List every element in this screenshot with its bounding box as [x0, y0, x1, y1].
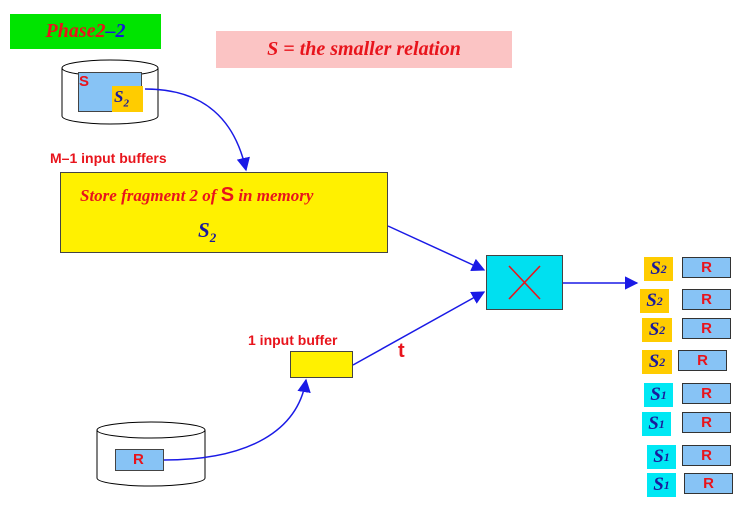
memory-fragment-sub: 2: [209, 230, 217, 246]
input-buffer-box: [290, 351, 353, 378]
output-s-base: S: [653, 474, 664, 495]
output-s-base: S: [648, 319, 660, 340]
phase-title-dash: –: [105, 20, 116, 42]
output-s-sub: 2: [659, 354, 666, 369]
arrow-disk-to-memory: [144, 88, 250, 172]
disk-r-label: R: [133, 451, 144, 468]
output-r-tuple: R: [682, 445, 731, 466]
phase-title-num1: 2: [95, 20, 106, 42]
arrow-memory-to-join: [387, 225, 486, 272]
disk-s-fragment-label: S2: [114, 87, 129, 109]
disk-r-relation: [115, 449, 164, 471]
output-r-tuple: R: [682, 412, 731, 433]
output-r-tuple: R: [682, 383, 731, 404]
output-s-sub: 1: [658, 416, 665, 431]
output-s-base: S: [653, 446, 664, 467]
disk-s-fragment-base: S: [114, 87, 124, 106]
input-buffer-label: 1 input buffer: [248, 332, 338, 348]
output-s-sub: 1: [663, 477, 670, 492]
memory-buffers-label: M–1 input buffers: [50, 150, 167, 166]
phase-title-num2: 2: [115, 20, 126, 42]
output-s-sub: 1: [660, 387, 667, 402]
output-r-tuple: R: [682, 289, 731, 310]
output-s-sub: 2: [659, 322, 666, 337]
memory-buffer-box: [60, 172, 388, 253]
output-s-sub: 2: [656, 293, 663, 308]
disk-s-label: S: [79, 73, 90, 90]
join-operator: [486, 255, 563, 310]
output-r-tuple: R: [678, 350, 727, 371]
memory-fragment-label: S2: [198, 218, 216, 246]
disk-s-fragment-2: [112, 86, 143, 112]
output-s-sub: 2: [660, 261, 667, 276]
output-s-sub: 1: [663, 449, 670, 464]
output-s-base: S: [650, 384, 661, 405]
output-s-base: S: [648, 413, 659, 434]
arrow-disk-to-buffer: [163, 378, 311, 461]
cross-product-icon: [508, 265, 541, 300]
arrow-buffer-to-join: [352, 291, 486, 366]
memory-fragment-base: S: [198, 218, 210, 242]
phase-title: Phase 2–2: [10, 14, 161, 49]
output-r-tuple: R: [682, 257, 731, 278]
phase-title-prefix: Phase: [45, 20, 96, 42]
disk-s-fragment-sub: 2: [123, 97, 129, 110]
output-s-base: S: [648, 351, 660, 372]
output-s-base: S: [650, 258, 661, 279]
tuple-label: t: [398, 340, 405, 362]
smaller-relation-note: S = the smaller relation: [216, 31, 512, 68]
output-r-tuple: R: [682, 318, 731, 339]
memory-text-after: in memory: [234, 186, 314, 205]
output-s-base: S: [646, 290, 657, 311]
output-r-tuple: R: [684, 473, 733, 494]
memory-buffer-text: Store fragment 2 of S in memory: [80, 184, 313, 207]
memory-text-before: Store fragment 2 of: [80, 186, 221, 205]
memory-text-s: S: [220, 184, 235, 206]
